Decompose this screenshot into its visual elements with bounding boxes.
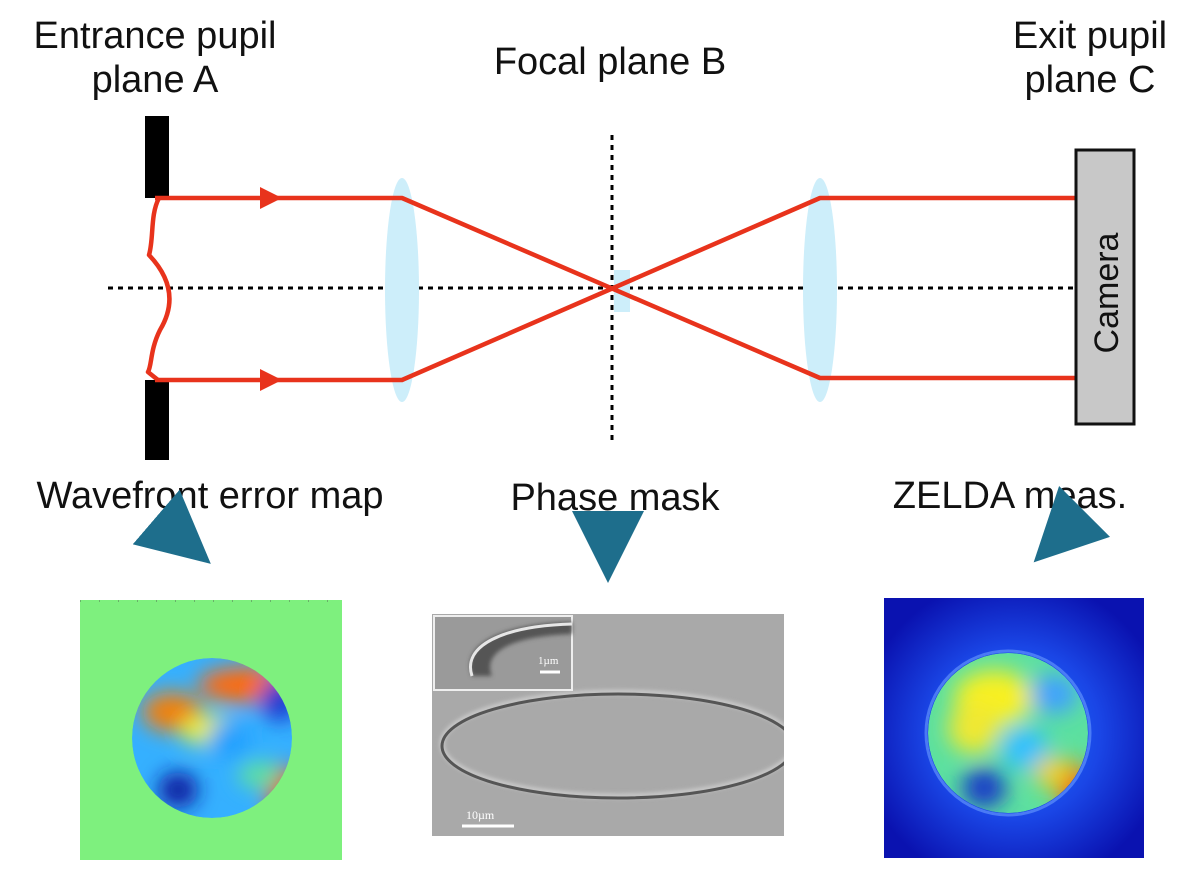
plane-b-label: Focal plane B — [493, 41, 727, 83]
plane-c-label-line2: plane C — [1024, 59, 1156, 101]
plane-c-label: Exit pupil plane C — [990, 14, 1190, 102]
wavefront-curve — [145, 196, 172, 382]
plane-a-label-line1: Entrance pupil — [33, 15, 277, 57]
phase-mask-image: 1µm 10µm — [432, 614, 784, 836]
camera-box — [1074, 148, 1136, 426]
plane-c-label-line1: Exit pupil — [1012, 15, 1168, 57]
main-scale-label: 10µm — [466, 808, 495, 822]
plane-a-label: Entrance pupil plane A — [10, 14, 300, 102]
lens-1 — [385, 178, 419, 402]
lens-2 — [803, 178, 837, 402]
beam-arrow-bottom — [260, 369, 282, 391]
wavefront-error-map-image — [80, 600, 342, 860]
pupil-stop-bottom — [145, 380, 169, 460]
zelda-measurement-image — [884, 598, 1144, 858]
inset-scale-label: 1µm — [538, 655, 559, 667]
pupil-stop-top — [145, 116, 169, 198]
camera-label: Camera — [1088, 232, 1126, 353]
zelda-pointer-icon — [1033, 485, 1111, 563]
plane-a-label-line2: plane A — [91, 59, 219, 101]
wavefront-pointer-icon — [132, 489, 211, 564]
beam-arrow-top — [260, 187, 282, 209]
